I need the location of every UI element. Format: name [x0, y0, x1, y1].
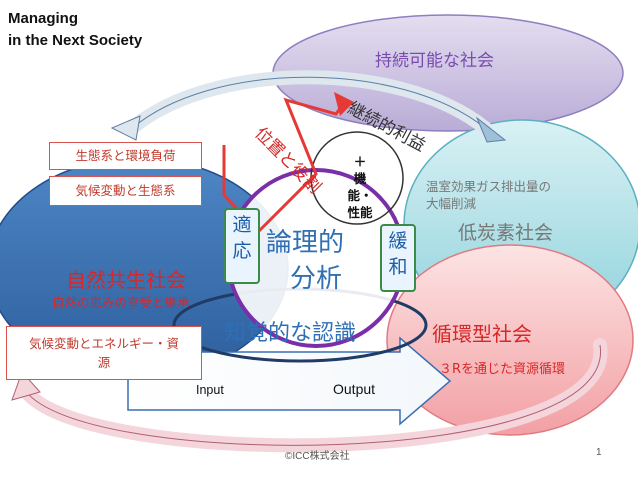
mitigation-char-1: 緩 [388, 230, 408, 252]
cycle-arrow-bottom-head [11, 371, 41, 401]
recycling-society-label: 循環型社会 [432, 322, 532, 346]
low-carbon-sublabel-2: 大幅削減 [426, 196, 477, 211]
title-line-1: Managing [8, 10, 78, 27]
box-climate-energy: 気候変動とエネルギー・資 源 [6, 326, 202, 380]
logic-label-line-1: 論理的 [266, 228, 345, 258]
function-line-2: 機 [353, 171, 367, 186]
nature-society-sublabel: 自然の恵みの享受と継承 [52, 295, 190, 310]
page-number: 1 [596, 447, 602, 458]
cycle-arrow-top-outline [129, 76, 486, 131]
box-ecosystem-load: 生態系と環境負荷 [49, 142, 202, 170]
nature-society-label: 自然共生社会 [66, 268, 186, 292]
adaptation-char-2: 応 [232, 240, 252, 262]
perception-label: 知覚的な認識 [224, 321, 357, 346]
cycle-arrow-bottom-outline [24, 344, 601, 446]
function-line-4: 性能 [347, 205, 373, 220]
recycling-society-sublabel: ３Rを通じた資源循環 [439, 362, 566, 377]
box-climate-energy-line-2: 源 [97, 355, 111, 370]
sustainable-society-label: 持続可能な社会 [375, 51, 494, 71]
low-carbon-sublabel-1: 温室効果ガス排出量の [426, 179, 552, 194]
output-label: Output [333, 381, 376, 397]
function-line-3: 能・ [347, 188, 373, 203]
page-title: Managing in the Next Society [8, 8, 228, 52]
input-output-arrow [127, 336, 452, 426]
box-climate-energy-line-1: 気候変動とエネルギー・資 [28, 336, 179, 351]
low-carbon-society-label: 低炭素社会 [458, 222, 554, 244]
mitigation-box: 緩 和 [380, 224, 416, 292]
mitigation-char-2: 和 [388, 256, 408, 278]
box-climate-ecosystem: 気候変動と生態系 [49, 176, 202, 206]
function-performance-label: ＋ 機 能・ 性能 [347, 153, 373, 221]
logic-label-line-2: 分析 [290, 264, 343, 294]
cycle-arrow-top-head [475, 116, 507, 143]
role-zigzag-arrow [222, 97, 348, 235]
cycle-arrow-left-head [110, 115, 141, 141]
copyright-footer: ©ICC株式会社 [285, 451, 350, 462]
role-zigzag-arrow-head [334, 92, 354, 116]
title-line-2: in the Next Society [8, 32, 143, 49]
adaptation-char-1: 適 [232, 214, 252, 236]
input-label: Input [196, 383, 224, 397]
adaptation-box: 適 応 [224, 208, 260, 284]
function-line-1: ＋ [353, 154, 367, 169]
